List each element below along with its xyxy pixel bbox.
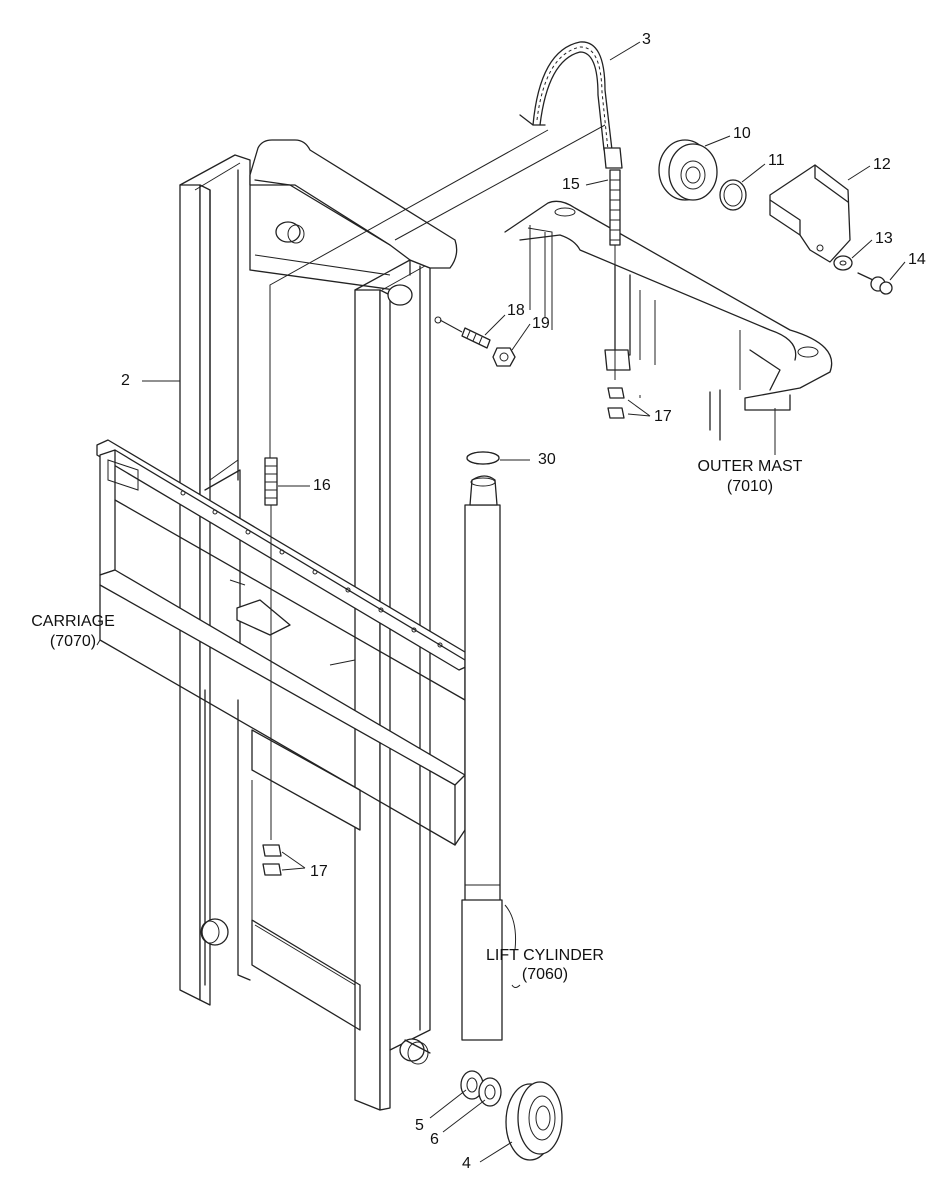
callout-11: 11 [768,152,785,169]
carriage-label: CARRIAGE [31,613,115,630]
carriage-outline [96,439,486,846]
lift-chain [269,41,623,470]
callout-3: 3 [642,31,651,48]
shim-6 [478,1077,502,1107]
chain-anchor-bolt-16 [262,457,282,876]
lift-cylinder-code: (7060) [521,966,569,983]
callout-19: 19 [532,315,550,332]
callout-16: 16 [313,477,331,494]
leader-lines [142,41,906,1163]
callout-15: 15 [562,176,580,193]
callout-5: 5 [415,1117,424,1134]
stop-bolt-18 [439,319,491,349]
callout-6: 6 [430,1131,439,1148]
outer-mast-code: (7010) [726,478,774,495]
chain-anchor-bolt-15 [607,169,625,419]
inner-mast [179,139,458,1111]
callout-30: 30 [538,451,556,468]
snap-ring-11 [719,179,747,211]
packing-30 [466,451,500,465]
guard-bracket-12 [769,164,851,263]
lift-cylinder-label: LIFT CYLINDER [486,947,604,964]
callout-13: 13 [875,230,893,247]
nut-19 [492,347,516,367]
roller-bearing-4 [505,1081,563,1161]
callout-10: 10 [733,125,751,142]
callout-14: 14 [908,251,926,268]
callout-18: 18 [507,302,525,319]
callout-17-upper: 17 [654,408,672,425]
callout-12: 12 [873,156,891,173]
outer-mast-label: OUTER MAST [697,458,803,475]
chain-sheave-10 [658,139,718,201]
callout-4: 4 [462,1155,471,1172]
washer-13 [833,255,853,271]
callout-17-lower: 17 [310,863,328,880]
bolt-14 [857,272,893,295]
carriage-code: (7070) [49,633,97,650]
callout-2: 2 [121,372,130,389]
